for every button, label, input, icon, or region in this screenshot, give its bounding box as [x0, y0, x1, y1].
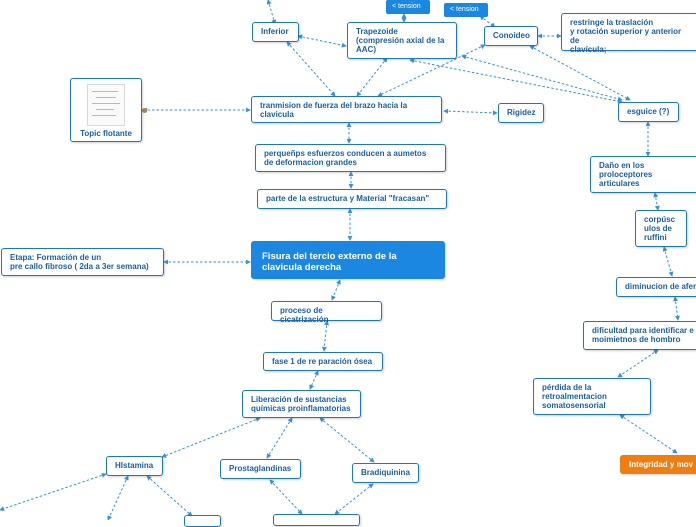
edge-fisura-proceso	[332, 280, 340, 300]
node-dificultad[interactable]: dificultad para identificar e moimietnos…	[583, 321, 696, 350]
node-prostaglandinas[interactable]: Prostaglandinas	[220, 459, 301, 479]
edge-histamina-offscreen-left	[0, 474, 106, 510]
edge-restringe-esguice	[530, 46, 630, 100]
edge-perdida-integridad	[620, 415, 677, 453]
node-bottom-center-partial[interactable]	[273, 514, 360, 526]
node-liberacion[interactable]: Liberación de sustancias químicas proinf…	[242, 390, 361, 418]
node-rigidez[interactable]: Rigidez	[498, 103, 544, 123]
tension-tag-2[interactable]: < tension	[444, 3, 488, 17]
node-etapa[interactable]: Etapa: Formación de un pre callo fibroso…	[1, 248, 164, 276]
edge-prostaglandinas-bottom	[270, 480, 302, 514]
edge-liberacion-bradiquinina	[320, 418, 374, 462]
edge-conoideo-esguice	[462, 56, 622, 100]
edge-histamina-offscreen-right	[147, 476, 192, 516]
node-fase[interactable]: fase 1 de re paración ósea	[263, 352, 383, 371]
topic-anchor-dot	[142, 108, 147, 113]
node-conoideo[interactable]: Conoideo	[484, 26, 538, 46]
node-bottom-left-partial[interactable]	[184, 515, 221, 527]
node-trapezoide[interactable]: Trapezoide (compresión axial de la AAC)	[347, 22, 457, 59]
edge-corpusculos-disminucion	[664, 247, 672, 276]
tension-tag-1[interactable]: < tension	[386, 0, 430, 14]
edge-inferior-trapezoide	[298, 36, 346, 46]
node-fisura-central[interactable]: Fisura del tercio externo de la clavicul…	[251, 241, 445, 279]
topic-flotante[interactable]: Topic flotante	[70, 78, 142, 142]
topic-flotante-label: Topic flotante	[71, 129, 141, 138]
node-pequenos[interactable]: perqueñps esfuerzos conducen a aumetos d…	[255, 144, 446, 172]
edge-tranmision-rigidez	[444, 111, 497, 113]
edge-dificultad-perdida	[618, 350, 658, 377]
node-dano[interactable]: Daño en los proloceptores articulares	[590, 156, 696, 193]
node-inferior[interactable]: Inferior	[252, 22, 299, 42]
node-perdida[interactable]: pérdida de la retroalmentacion somatosen…	[533, 378, 651, 415]
edge-liberacion-histamina	[162, 418, 260, 457]
node-histamina[interactable]: HIstamina	[106, 456, 163, 476]
node-restringe[interactable]: restringe la traslación y rotación super…	[561, 13, 696, 51]
node-proceso[interactable]: proceso de cicatrización	[271, 301, 382, 321]
edge-disminucion-dificultad	[675, 297, 678, 320]
edge-fase-liberacion	[310, 371, 318, 389]
edge-liberacion-prostaglandinas	[267, 418, 292, 458]
node-esguice[interactable]: esguice (?)	[618, 102, 679, 122]
edge-bradiquinina-bottom	[335, 484, 373, 514]
node-bradiquinina[interactable]: Bradiquinina	[352, 463, 419, 483]
edge-trapezoide-esguice	[410, 60, 622, 102]
topic-thumbnail-icon	[87, 84, 125, 126]
node-tranmision[interactable]: tranmision de fuerza del brazo hacia la …	[251, 96, 442, 123]
edge-histamina-offscreen-bottom	[108, 476, 128, 520]
node-parte[interactable]: parte de la estructura y Material "fraca…	[257, 189, 447, 209]
edge-trapezoide-tranmision	[357, 58, 387, 96]
edge-proceso-fase	[324, 321, 327, 351]
node-disminucion[interactable]: diminucion de afer	[616, 277, 696, 297]
edge-inferior-up	[268, 0, 275, 24]
edge-dano-corpusculos	[655, 193, 658, 210]
edge-inferior-tranmision	[287, 42, 335, 96]
node-integridad[interactable]: Integridad y mov	[620, 455, 696, 474]
node-corpusculos[interactable]: corpúsc ulos de ruffini	[635, 210, 687, 247]
